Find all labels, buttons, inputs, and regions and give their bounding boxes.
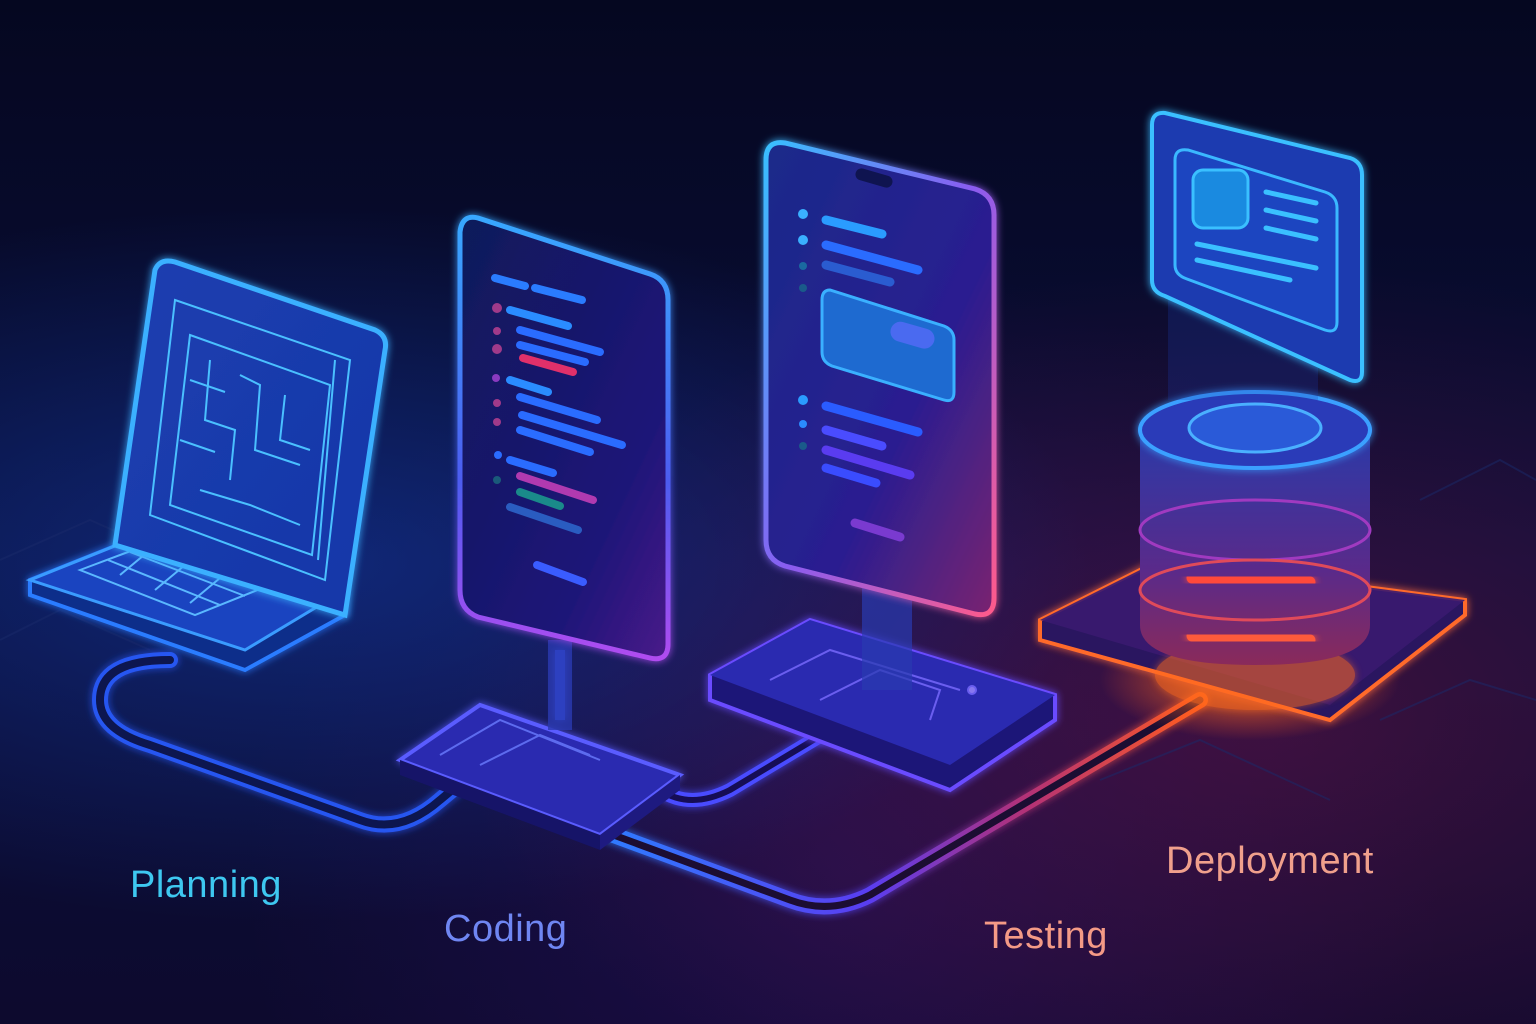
- stage-label-planning: Planning: [130, 864, 282, 906]
- stage-testing-phone: [708, 140, 1057, 793]
- list-bullets: [798, 209, 808, 450]
- panel-text-lines: [1194, 189, 1319, 283]
- line-markers: [492, 303, 502, 484]
- app-list-lines: [821, 215, 923, 542]
- stage-deployment-database: [1038, 110, 1467, 740]
- stage-label-coding: Coding: [444, 908, 568, 950]
- card-widget: [820, 288, 956, 403]
- stage-label-deployment: Deployment: [1166, 840, 1374, 882]
- stage-coding-tablet: [395, 214, 685, 850]
- stage-label-testing: Testing: [984, 915, 1108, 957]
- stage-planning-laptop: [25, 258, 388, 673]
- pipeline-connector: [91, 650, 1208, 915]
- blueprint-maze-icon: [148, 298, 352, 582]
- image-placeholder-icon: [1191, 168, 1250, 230]
- code-lines: [491, 274, 626, 586]
